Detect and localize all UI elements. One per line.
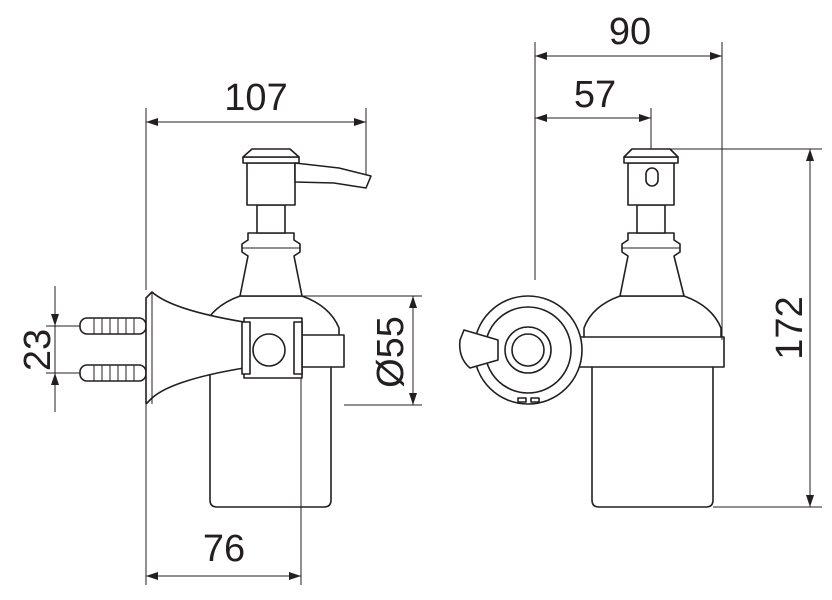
pump-spout [294, 162, 372, 189]
front-view [79, 148, 372, 508]
pump-slot [645, 167, 659, 187]
side-holder-band [571, 336, 725, 368]
dimension-front-hole-spacing: 23 [17, 286, 80, 412]
side-body-shoulder [583, 295, 722, 339]
clamp-knob [252, 333, 286, 367]
dimension-front-mount-depth: 76 [145, 378, 302, 585]
dimension-side-overall-height: 172 [660, 148, 822, 508]
dimension-side-overall-width: 90 [534, 11, 723, 340]
side-neck-collar [619, 232, 685, 297]
dimension-label-172: 172 [769, 296, 811, 359]
side-glass-container [591, 337, 714, 508]
dimension-side-mount-to-pump: 57 [535, 74, 652, 149]
pump-stem [256, 204, 286, 234]
screw-upper [79, 317, 147, 335]
side-clamp-knob [511, 333, 545, 367]
dimension-label-57: 57 [574, 74, 616, 116]
dimension-front-body-diameter: Ø55 [302, 295, 422, 406]
dimension-label-90: 90 [609, 11, 651, 53]
side-clamp-lever [458, 329, 499, 369]
dimension-label-107: 107 [224, 77, 287, 119]
dimension-front-overall-width: 107 [145, 77, 367, 290]
dimension-label-76: 76 [203, 528, 245, 570]
dimension-label-23: 23 [17, 329, 59, 371]
screw-lower [79, 364, 147, 382]
pump-head [246, 162, 296, 206]
dimension-label-d55: Ø55 [370, 316, 412, 388]
side-view [458, 148, 725, 508]
neck-collar [239, 232, 303, 297]
